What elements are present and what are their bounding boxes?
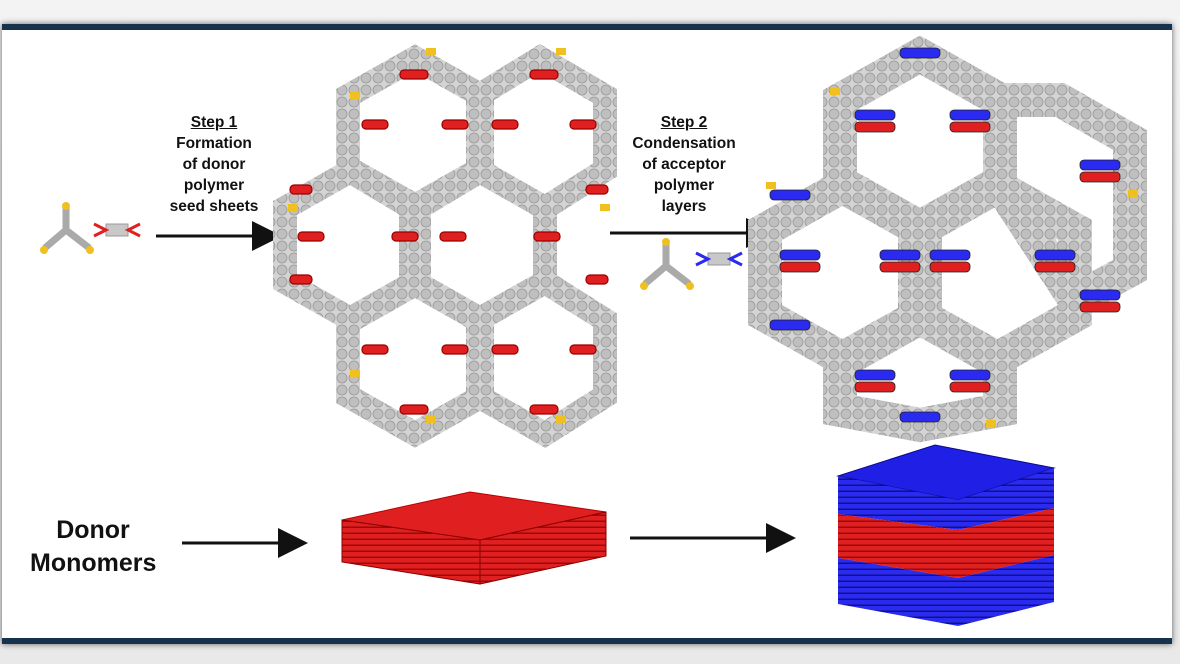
tritopic-monomer-icon-2 (640, 238, 694, 290)
step2-line-1: Condensation (632, 135, 736, 152)
step2-label: Step 2 Condensation of acceptor polymer … (614, 112, 754, 217)
layered-donor-acceptor-stack (836, 444, 1056, 626)
step2-line-4: layers (661, 198, 707, 215)
step1-line-1: Formation (176, 135, 252, 152)
step2-heading: Step 2 (660, 114, 708, 131)
tritopic-monomer-icon (40, 202, 94, 254)
donor-linker-icon (93, 222, 141, 238)
donor-acceptor-network (748, 35, 1147, 443)
step2-line-3: polymer (653, 177, 715, 194)
step1-line-4: seed sheets (169, 198, 259, 215)
donor-honeycomb-network (273, 44, 617, 448)
donor-label-line-2: Monomers (30, 549, 157, 577)
donor-monomers-label: Donor Monomers (30, 514, 156, 580)
step1-label: Step 1 Formation of donor polymer seed s… (158, 112, 270, 217)
step1-line-2: of donor (182, 156, 246, 173)
step2-line-2: of acceptor (642, 156, 726, 173)
donor-sheet-stack (341, 491, 607, 585)
step1-heading: Step 1 (190, 114, 238, 131)
acceptor-linker-icon (695, 251, 743, 267)
donor-label-line-1: Donor (56, 516, 130, 544)
step1-line-3: polymer (183, 177, 245, 194)
